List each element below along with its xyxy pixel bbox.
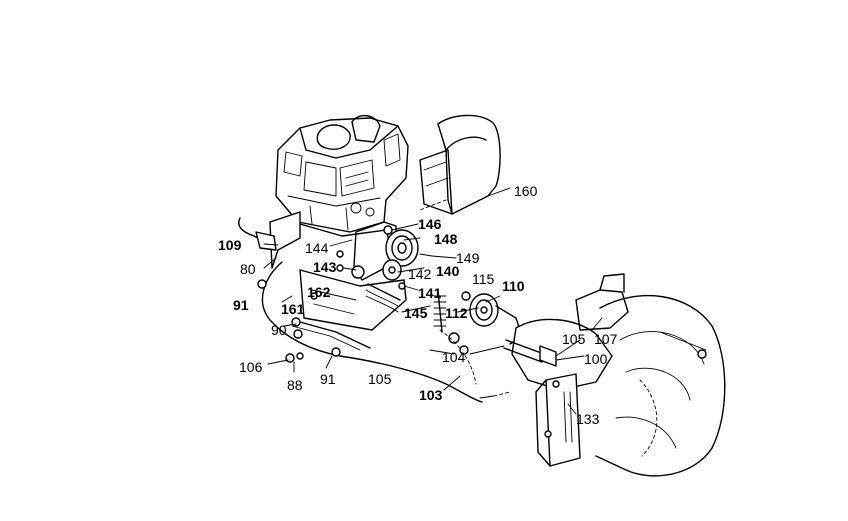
label-107: 107 <box>594 331 618 347</box>
label-90: 90 <box>271 322 287 338</box>
idler-spring-drawing <box>433 289 460 344</box>
label-91-bottom: 91 <box>320 371 336 387</box>
label-105-lower: 105 <box>368 371 392 387</box>
belt-cover-drawing <box>419 114 511 215</box>
part-labels: 160 146 148 109 144 149 80 143 142 140 1… <box>218 183 618 427</box>
label-112: 112 <box>445 305 468 321</box>
label-146: 146 <box>418 216 442 232</box>
label-80: 80 <box>240 261 256 277</box>
cable-drawing <box>238 217 511 403</box>
label-104: 104 <box>442 349 466 365</box>
label-161: 161 <box>281 301 305 317</box>
chute-support-drawing <box>535 373 581 467</box>
shaft-drawing <box>469 339 557 367</box>
auger-housing-drawing <box>511 273 726 477</box>
label-100: 100 <box>584 351 608 367</box>
engine-drawing <box>275 115 409 233</box>
leader-lines <box>263 223 603 415</box>
label-115: 115 <box>472 271 495 287</box>
label-140: 140 <box>436 263 460 279</box>
label-142: 142 <box>408 266 432 282</box>
label-148: 148 <box>434 231 458 247</box>
fasteners-drawing <box>257 250 469 363</box>
label-141: 141 <box>418 285 442 301</box>
label-133: 133 <box>576 411 600 427</box>
label-143: 143 <box>313 259 337 275</box>
label-109: 109 <box>218 237 242 253</box>
label-110: 110 <box>502 278 525 294</box>
label-162: 162 <box>307 284 331 300</box>
label-103: 103 <box>419 387 443 403</box>
label-160: 160 <box>514 183 538 199</box>
label-91-left: 91 <box>233 297 249 313</box>
label-105-upper: 105 <box>562 331 586 347</box>
label-106: 106 <box>239 359 263 375</box>
label-144: 144 <box>305 240 329 256</box>
label-88: 88 <box>287 377 303 393</box>
label-145: 145 <box>404 305 428 321</box>
label-149: 149 <box>456 250 480 266</box>
